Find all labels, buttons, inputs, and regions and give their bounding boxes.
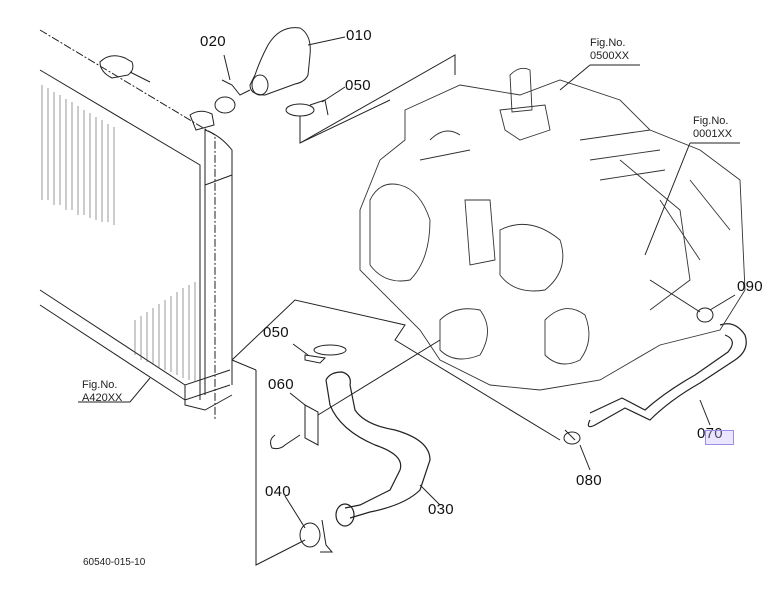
part-label-050-upper[interactable]: 050 <box>345 77 371 94</box>
figure-ref-0001xx[interactable]: Fig.No. 0001XX <box>693 115 732 141</box>
hose-070 <box>587 323 747 428</box>
part-label-010[interactable]: 010 <box>346 27 372 44</box>
figure-ref-a420xx[interactable]: Fig.No. A420XX <box>82 379 122 405</box>
part-label-080[interactable]: 080 <box>576 472 602 489</box>
part-label-040[interactable]: 040 <box>265 483 291 500</box>
part-label-090[interactable]: 090 <box>737 278 763 295</box>
clamp-020 <box>214 79 251 114</box>
figure-ref-label: Fig.No. <box>590 37 626 49</box>
figure-ref-label: Fig.No. <box>82 379 118 391</box>
bracket-060 <box>270 404 319 450</box>
highlight-box-070 <box>705 430 734 445</box>
clamp-040 <box>299 519 334 553</box>
upper-hose-010 <box>249 27 311 96</box>
part-label-070[interactable]: 070 <box>697 425 723 442</box>
part-label-060[interactable]: 060 <box>268 376 294 393</box>
part-label-030[interactable]: 030 <box>428 501 454 518</box>
figure-ref-0500xx[interactable]: Fig.No. 0500XX <box>590 37 629 63</box>
part-label-020[interactable]: 020 <box>200 33 226 50</box>
engine-block <box>359 67 746 391</box>
radiator <box>39 29 233 420</box>
clamp-080 <box>563 429 581 445</box>
figure-ref-number: 0500XX <box>590 50 630 62</box>
clamp-050-lower <box>304 344 347 364</box>
figure-ref-number: 0001XX <box>693 128 733 140</box>
diagram-code: 60540-015-10 <box>83 557 146 568</box>
part-label-050-lower[interactable]: 050 <box>263 324 289 341</box>
lower-hose-030 <box>325 371 431 527</box>
figure-ref-number: A420XX <box>82 392 123 404</box>
figure-ref-label: Fig.No. <box>693 115 729 127</box>
clamp-090 <box>696 307 714 323</box>
